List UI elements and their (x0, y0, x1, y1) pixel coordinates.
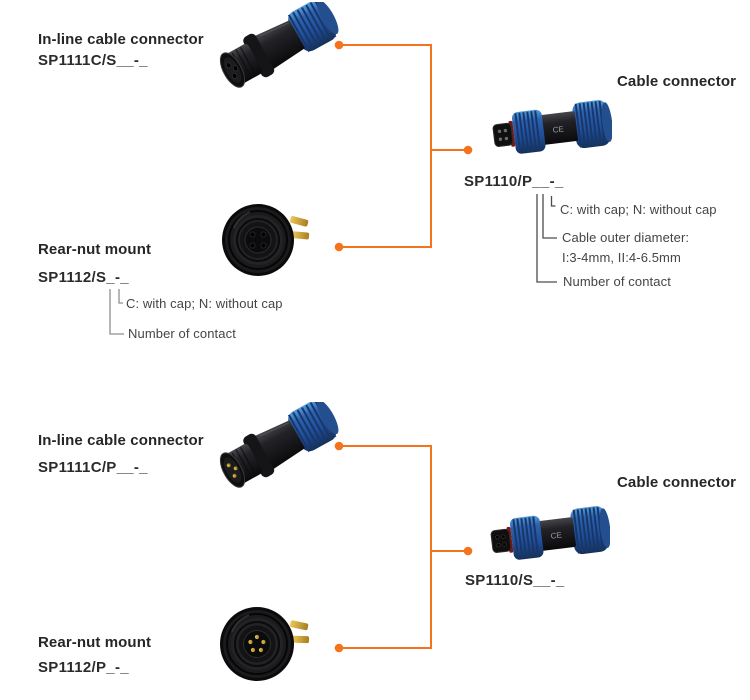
connection-dot (463, 546, 473, 556)
annotation-cable-diameter-label: Cable outer diameter: (562, 230, 690, 245)
inline-cable-connector-socket-photo (219, 2, 339, 88)
connection-dot (334, 242, 344, 252)
leader-lines-sp1110p (536, 194, 557, 283)
ce-mark: CE (550, 530, 562, 540)
cable-connector-part-1: SP1110/P__-_ (464, 173, 564, 190)
rear-nut-part-1: SP1112/S_-_ (38, 269, 129, 286)
annotation-contact-count-sp1112s: Number of contact (128, 326, 236, 341)
annotation-cap-option-sp1110p: C: with cap; N: without cap (560, 202, 717, 217)
ce-mark: CE (552, 124, 564, 134)
cable-connector-part-2: SP1110/S__-_ (465, 572, 565, 589)
inline-connector-title-2: In-line cable connector (38, 432, 204, 449)
inline-connector-part-1: SP1111C/S__-_ (38, 52, 148, 69)
annotation-contact-count-sp1110p: Number of contact (563, 274, 671, 289)
inline-connector-part-2: SP1111C/P__-_ (38, 459, 148, 476)
rear-nut-mount-socket-photo (222, 204, 310, 276)
annotation-cap-option-sp1112s: C: with cap; N: without cap (126, 296, 283, 311)
connection-dot (334, 643, 344, 653)
cable-connector-title-2: Cable connector (617, 474, 737, 491)
rear-nut-part-2: SP1112/P_-_ (38, 659, 129, 676)
connection-dot (463, 145, 473, 155)
cable-connector-title-1: Cable connector (617, 73, 737, 90)
inline-cable-connector-pin-photo (219, 402, 339, 488)
rear-nut-title-2: Rear-nut mount (38, 634, 152, 651)
leader-lines-sp1112s (109, 289, 124, 335)
cable-connector-socket-photo: CE (490, 506, 610, 560)
rear-nut-mount-pin-photo (220, 607, 310, 681)
rear-nut-title-1: Rear-nut mount (38, 241, 152, 258)
annotation-cable-diameter-values: I:3-4mm, II:4-6.5mm (562, 250, 681, 265)
inline-connector-title-1: In-line cable connector (38, 31, 204, 48)
cable-connector-pin-photo: CE (492, 100, 612, 154)
